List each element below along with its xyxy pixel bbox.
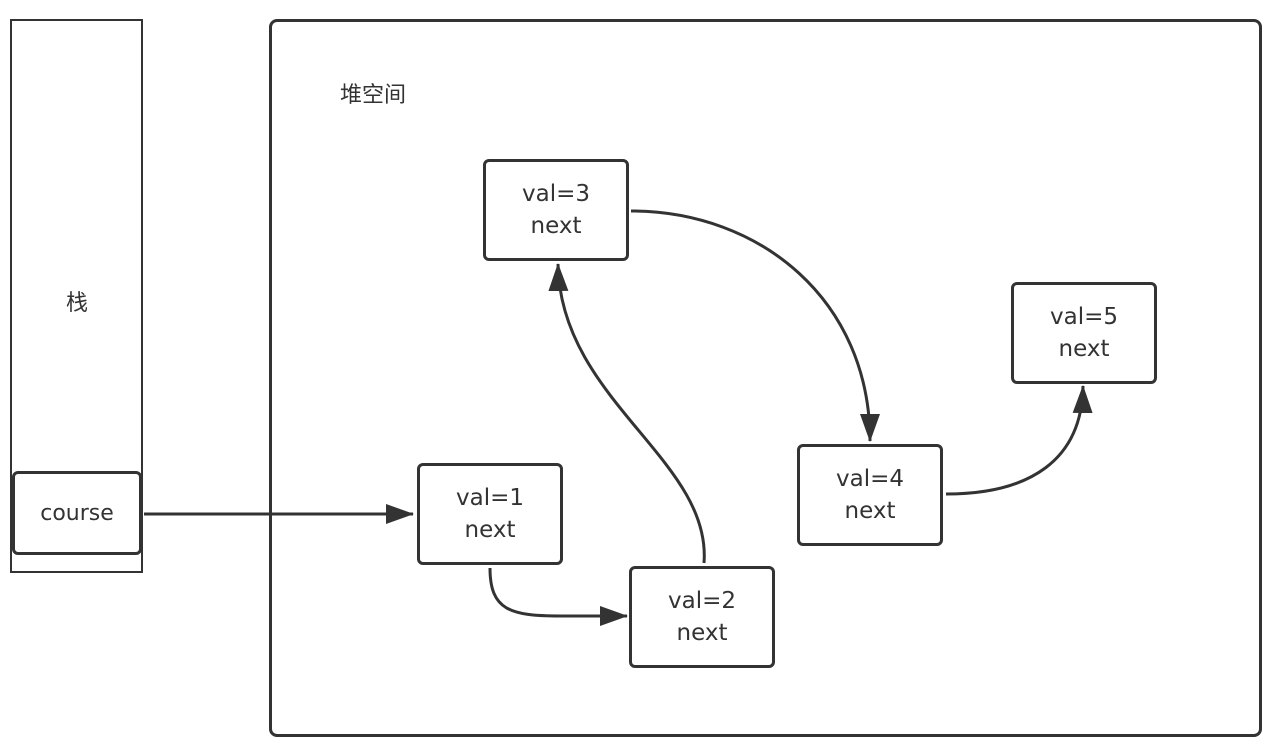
course-variable-box: course bbox=[12, 471, 142, 555]
node-5-next: next bbox=[1058, 336, 1110, 362]
node-2-val: val=2 bbox=[667, 588, 736, 614]
node-1: val=1 next bbox=[417, 463, 563, 565]
heap-label: 堆空间 bbox=[340, 83, 407, 108]
node-1-next: next bbox=[464, 517, 516, 543]
stack-label: 栈 bbox=[66, 291, 89, 316]
arrow-node-4-to-node-5 bbox=[945, 385, 1093, 496]
node-3: val=3 next bbox=[483, 159, 629, 261]
node-2-next: next bbox=[676, 620, 728, 646]
node-4: val=4 next bbox=[797, 444, 943, 546]
node-2: val=2 next bbox=[629, 566, 775, 668]
node-5: val=5 next bbox=[1011, 282, 1157, 384]
stack-region bbox=[10, 19, 143, 573]
node-5-val: val=5 bbox=[1049, 304, 1118, 330]
arrow-node-1-to-node-2 bbox=[488, 567, 628, 626]
node-4-val: val=4 bbox=[835, 466, 904, 492]
heap-region bbox=[269, 19, 1262, 737]
arrow-node-3-to-node-4 bbox=[630, 209, 880, 442]
arrow-node-2-to-node-3 bbox=[548, 263, 706, 564]
node-3-next: next bbox=[530, 213, 582, 239]
node-1-val: val=1 bbox=[455, 485, 524, 511]
node-4-next: next bbox=[844, 498, 896, 524]
node-3-val: val=3 bbox=[521, 181, 590, 207]
